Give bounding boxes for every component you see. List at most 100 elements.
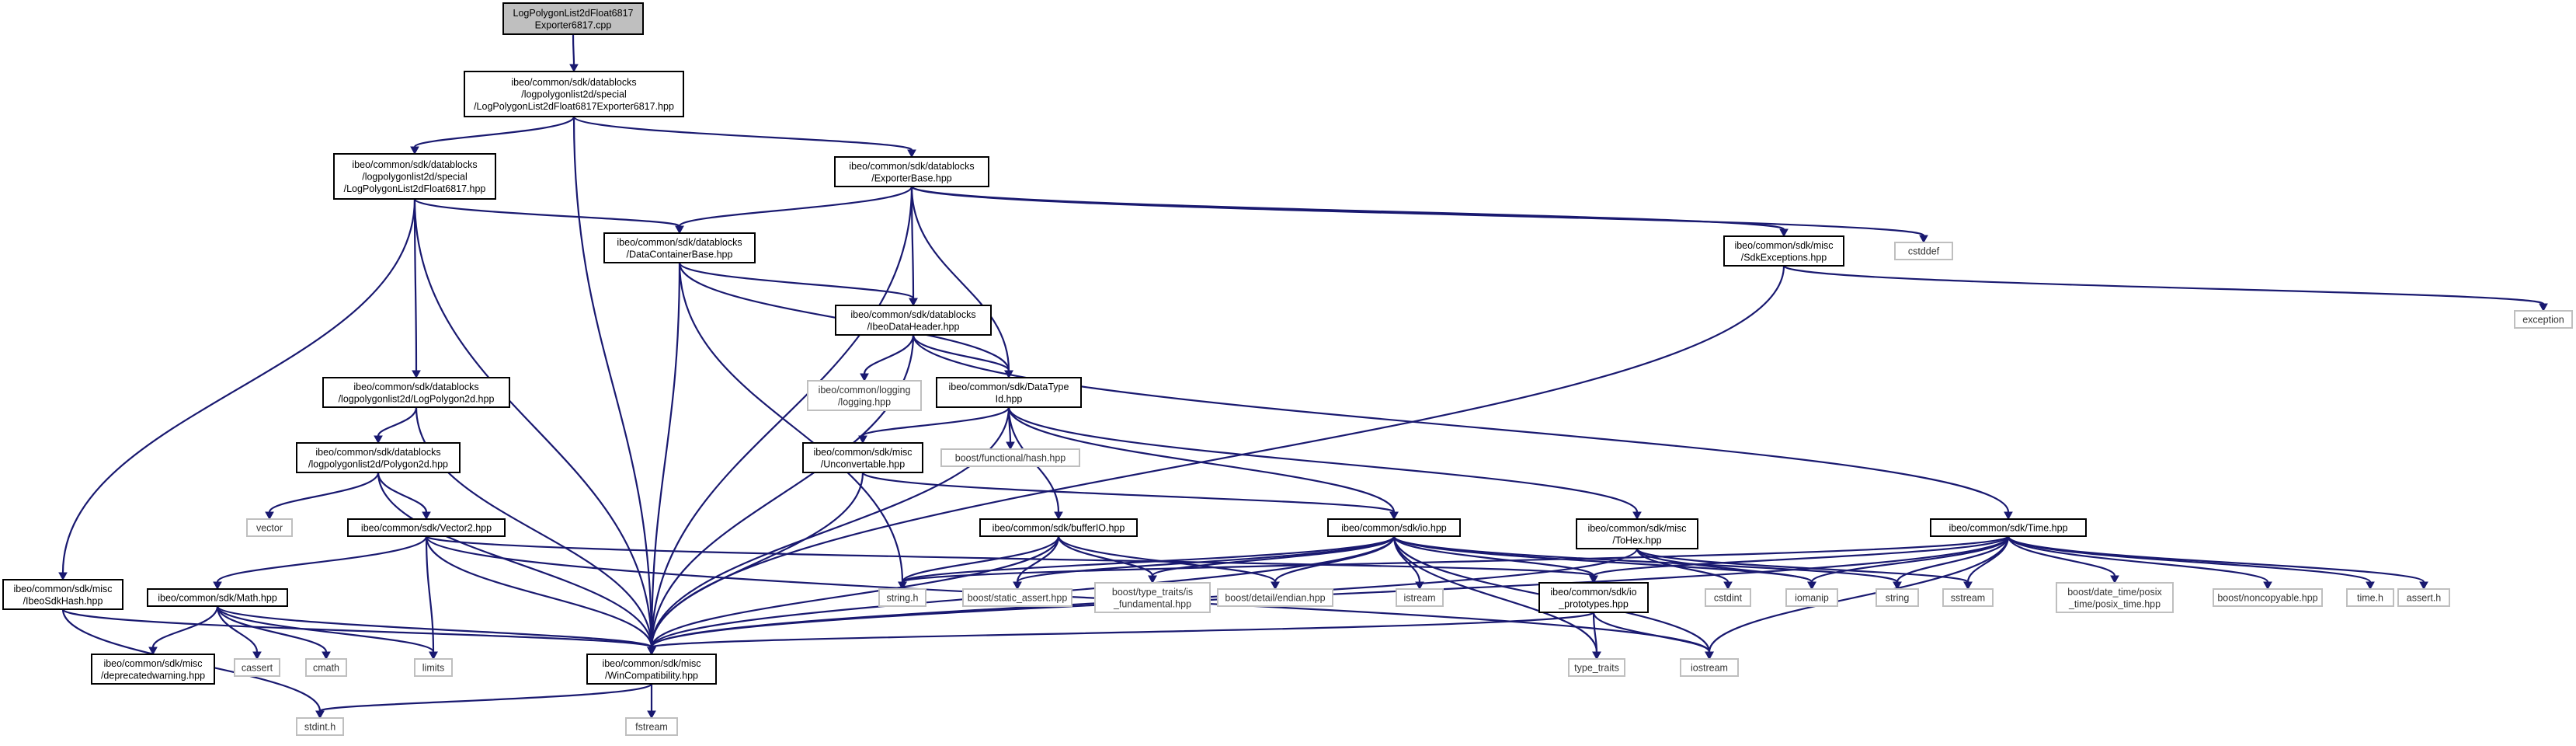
node-lp2d[interactable]: ibeo/common/sdk/datablocks/logpolygonlis… <box>322 377 510 408</box>
edge-arrowhead <box>1632 511 1642 521</box>
node-expbase[interactable]: ibeo/common/sdk/datablocks/ExporterBase.… <box>834 156 989 187</box>
node-label-line: _fundamental.hpp <box>1113 598 1191 609</box>
node-label-line: iomanip <box>1795 593 1829 604</box>
edge-arrowhead <box>569 64 579 73</box>
edge-arrowhead <box>1271 581 1280 591</box>
node-ioproto[interactable]: ibeo/common/sdk/io_prototypes.hpp <box>1538 582 1649 613</box>
node-funchash: boost/functional/hash.hpp <box>940 448 1080 467</box>
edge-arrowhead <box>315 710 325 720</box>
dependency-edges <box>58 33 2548 720</box>
node-box <box>1942 588 1994 607</box>
node-label-line: iostream <box>1691 663 1728 674</box>
node-box <box>979 518 1138 537</box>
node-box <box>2213 588 2323 607</box>
node-label-line: ibeo/common/logging <box>819 385 911 396</box>
node-label-line: boost/noncopyable.hpp <box>2217 593 2317 604</box>
node-box <box>586 654 717 685</box>
node-box <box>834 156 989 187</box>
node-math[interactable]: ibeo/common/sdk/Math.hpp <box>147 588 288 607</box>
edge-time-to-ioproto <box>1592 535 2010 577</box>
node-box <box>2056 582 2174 613</box>
edge-arrowhead <box>1919 235 1928 244</box>
edge-bufio-to-endian <box>1057 535 1277 583</box>
node-istream: istream <box>1396 588 1444 607</box>
node-box <box>1538 582 1649 613</box>
edge-wincompat-to-stdinth <box>318 682 653 713</box>
node-label-line: /logpolygonlist2d/LogPolygon2d.hpp <box>339 393 495 404</box>
node-cstdint: cstdint <box>1705 588 1751 607</box>
edge-expbase-to-dcbase <box>678 186 913 228</box>
node-label-line: ibeo/common/sdk/datablocks <box>353 382 478 392</box>
node-deprec[interactable]: ibeo/common/sdk/misc/deprecatedwarning.h… <box>91 654 215 685</box>
node-box <box>2 579 123 610</box>
edge-bufio-to-staticassert <box>1016 535 1060 583</box>
edge-io-to-typetraitsfund <box>1151 535 1396 577</box>
edge-io-to-staticassert <box>1016 535 1396 584</box>
edge-ibeohdr-to-logging <box>863 334 915 375</box>
node-label-line: _prototypes.hpp <box>1558 598 1629 609</box>
node-sstream: sstream <box>1942 588 1994 607</box>
node-typetraits: type_traits <box>1568 658 1625 677</box>
node-unconv[interactable]: ibeo/common/sdk/misc/Unconvertable.hpp <box>802 442 923 473</box>
node-box <box>1576 518 1698 549</box>
node-posixtime: boost/date_time/posix_time/posix_time.hp… <box>2056 582 2174 613</box>
node-label-line: string <box>1886 593 1910 604</box>
node-label-line: LogPolygonList2dFloat6817 <box>513 8 634 19</box>
node-ibeohdr[interactable]: ibeo/common/sdk/datablocks/IbeoDataHeade… <box>835 305 992 336</box>
node-root[interactable]: LogPolygonList2dFloat6817Exporter6817.cp… <box>502 2 644 35</box>
node-label-line: cmath <box>313 663 339 674</box>
edge-tohex-to-cstdint <box>1636 548 1730 583</box>
node-label-line: ibeo/common/sdk/misc <box>813 447 912 458</box>
node-asserth: assert.h <box>2397 588 2450 607</box>
edge-vec2-to-math <box>216 535 428 583</box>
edge-arrowhead <box>898 581 907 591</box>
edge-arrowhead <box>1589 575 1598 584</box>
node-time[interactable]: ibeo/common/sdk/Time.hpp <box>1930 518 2087 537</box>
edge-dcbase-to-wincompat <box>650 262 681 648</box>
edge-arrowhead <box>58 572 68 581</box>
node-box <box>246 518 293 537</box>
node-exception: exception <box>2514 310 2573 329</box>
node-box <box>333 153 496 200</box>
edge-dcbase-to-ibeohdr <box>678 262 915 300</box>
node-label-line: limits <box>422 663 444 674</box>
edge-dtid-to-io <box>1007 406 1396 513</box>
node-box <box>234 658 280 677</box>
node-label-line: boost/date_time/posix <box>2067 587 2162 598</box>
node-vec2[interactable]: ibeo/common/sdk/Vector2.hpp <box>347 518 506 537</box>
node-typetraitsfund: boost/type_traits/is_fundamental.hpp <box>1094 582 1211 613</box>
node-sdkhash[interactable]: ibeo/common/sdk/misc/IbeoSdkHash.hpp <box>2 579 123 610</box>
node-box <box>603 232 756 263</box>
node-label-line: /Unconvertable.hpp <box>821 458 905 469</box>
node-sdkexc[interactable]: ibeo/common/sdk/misc/SdkExceptions.hpp <box>1723 235 1844 267</box>
edge-bufio-to-stringh <box>901 535 1060 583</box>
node-exp6817h[interactable]: ibeo/common/sdk/datablocks/logpolygonlis… <box>464 71 684 117</box>
node-label-line: ibeo/common/sdk/datablocks <box>511 77 636 88</box>
node-dcbase[interactable]: ibeo/common/sdk/datablocks/DataContainer… <box>603 232 756 263</box>
node-io[interactable]: ibeo/common/sdk/io.hpp <box>1327 518 1461 537</box>
edge-math-to-wincompat <box>216 605 653 649</box>
node-wincompat[interactable]: ibeo/common/sdk/misc/WinCompatibility.hp… <box>586 654 717 685</box>
node-box <box>835 305 992 336</box>
edge-arrowhead <box>2263 581 2272 591</box>
node-tohex[interactable]: ibeo/common/sdk/misc/ToHex.hpp <box>1576 518 1698 549</box>
node-box <box>1680 658 1739 677</box>
node-label-line: ibeo/common/sdk/DataType <box>949 382 1069 392</box>
edge-arrowhead <box>2004 511 2013 521</box>
edge-arrowhead <box>1807 581 1816 591</box>
node-label-line: ibeo/common/sdk/datablocks <box>850 309 975 320</box>
node-box <box>347 518 506 537</box>
node-label-line: type_traits <box>1574 663 1619 674</box>
node-bufio[interactable]: ibeo/common/sdk/bufferIO.hpp <box>979 518 1138 537</box>
node-label-line: /IbeoSdkHash.hpp <box>23 595 103 606</box>
node-poly2d[interactable]: ibeo/common/sdk/datablocks/logpolygonlis… <box>296 442 461 473</box>
edge-io-to-ioproto <box>1392 535 1595 577</box>
node-lpl6817[interactable]: ibeo/common/sdk/datablocks/logpolygonlis… <box>333 153 496 200</box>
node-label-line: boost/type_traits/is <box>1112 587 1193 598</box>
node-label-line: ibeo/common/sdk/datablocks <box>617 237 742 248</box>
edge-math-to-cmath <box>216 605 328 653</box>
node-label-line: ibeo/common/sdk/Math.hpp <box>158 593 277 604</box>
edge-arrowhead <box>322 651 331 661</box>
